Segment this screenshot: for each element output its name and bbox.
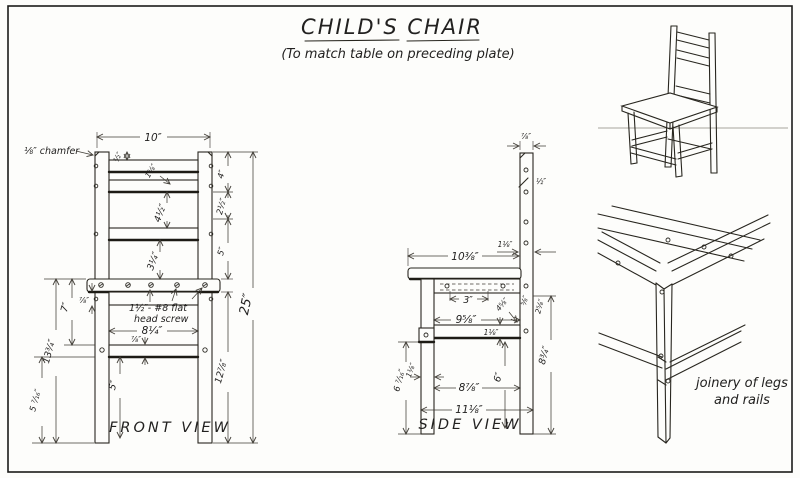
dim-overall-height: 25″ <box>237 292 256 316</box>
left-post-chamfer <box>94 151 100 157</box>
side-apron <box>433 278 521 294</box>
dim-stretcher-to-floor: 5 ⁷⁄₁₆″ <box>28 387 44 413</box>
chamfer-note: ⅛″ chamfer <box>24 146 80 157</box>
screw-note-line1: 1½″- #8 flat <box>129 303 188 314</box>
screw-note-line2: head screw <box>134 314 189 325</box>
joinery-label-line2: and rails <box>714 393 770 408</box>
cross-stretcher-end <box>418 327 435 343</box>
dim-inner-height: 6″ <box>492 371 505 384</box>
side-stretcher <box>433 324 521 339</box>
dim-chamfer: ½″ <box>536 177 546 186</box>
side-back-post <box>519 152 534 435</box>
dim-post-top: ⅞″ <box>521 132 531 141</box>
dim-seat-depth: 10⅜″ <box>451 251 479 263</box>
dim-diag-b: ⅝″ <box>519 294 530 306</box>
dim-seat-to-floor: 12⅞″ <box>213 358 230 385</box>
dim-width-top: 10″ <box>144 132 161 144</box>
back-slat-2 <box>108 179 199 193</box>
title-underline-2 <box>406 39 480 42</box>
dim-post-to-rail: ½″ <box>112 150 124 163</box>
right-post-chamfer <box>207 151 213 157</box>
post-screws <box>93 163 214 353</box>
side-view: ⅞″ ½″ 1⅛″ 10⅜″ 3″ 9⅝″ 1⅛″ 6 ⁷⁄₁₆″ 1⅛″ <box>392 132 556 436</box>
dim-diag-c: 2⅝″ <box>533 298 546 315</box>
plate-border <box>7 5 793 473</box>
dim-right-mid: 2½″ <box>215 196 229 216</box>
back-slat-3 <box>108 227 199 241</box>
joinery-screws <box>615 237 734 384</box>
dim-seat-height: 8¾″ <box>537 344 553 365</box>
dim-slat-gap-lower: 3¼″ <box>145 250 162 272</box>
dim-stretcher-thickness-side: 1⅛″ <box>484 328 499 337</box>
perspective-view <box>598 25 788 178</box>
page-title: CHILD'S CHAIR <box>301 15 483 39</box>
dim-screw-spacing: 3″ <box>463 295 473 306</box>
dim-overall-depth: 11⅛″ <box>455 404 483 416</box>
joinery-detail: joinery of legs and rails <box>597 205 788 444</box>
dim-inner-width: 8¼″ <box>142 325 163 337</box>
page-subtitle: (To match table on preceding plate) <box>281 47 514 62</box>
dim-stretcher-length: 9⅝″ <box>456 314 477 326</box>
front-stretcher <box>108 344 199 358</box>
dim-right-top: 4″ <box>216 168 228 180</box>
dim-leg-width: 1⅛″ <box>404 361 418 378</box>
front-view-label: FRONT VIEW <box>109 420 231 436</box>
title-underline-1 <box>304 39 400 42</box>
side-post-chamfer <box>519 152 526 159</box>
dim-stretcher-height: 5″ <box>107 379 120 392</box>
dim-stretcher-thickness: ⅞″ <box>131 335 141 344</box>
seat-screws <box>98 282 208 288</box>
perspective-seat <box>620 92 719 124</box>
dim-right-lower: 5″ <box>216 245 228 257</box>
dim-diag-a: 4⅝″ <box>494 296 511 313</box>
seat-side <box>407 267 522 280</box>
side-view-label: SIDE VIEW <box>418 417 521 433</box>
dim-slat-gap-upper: 4½″ <box>152 202 169 224</box>
joinery-label-line1: joinery of legs <box>694 376 788 391</box>
dim-seat-to-stretcher: 7″ <box>59 301 72 314</box>
dim-left-height: 13¾″ <box>41 338 58 365</box>
dim-between-legs: 8⅞″ <box>459 382 480 394</box>
side-screws <box>423 167 529 338</box>
dim-post-width: 1⅛″ <box>498 240 513 249</box>
title-block: CHILD'S CHAIR (To match table on precedi… <box>281 15 514 62</box>
dim-apron: ⅞″ <box>79 296 89 305</box>
front-view: 10″ ⅛″ chamfer ½″ 1⅝″ 4½″ 3¼″ 4″ 2½″ 5″ <box>24 132 258 445</box>
side-front-leg <box>420 278 435 435</box>
